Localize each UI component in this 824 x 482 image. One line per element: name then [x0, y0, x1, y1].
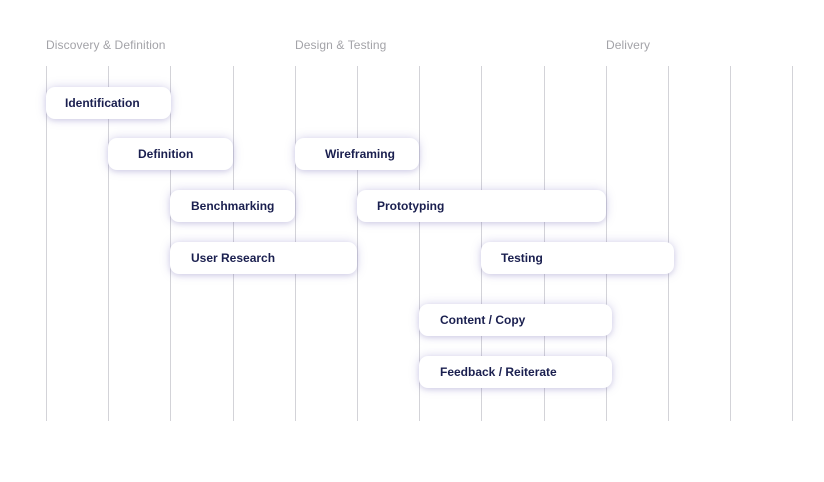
task-label: Definition [138, 147, 194, 161]
task-card-user-research: User Research [170, 242, 357, 274]
task-card-content-copy: Content / Copy [419, 304, 612, 336]
task-label: Identification [65, 96, 140, 110]
task-card-feedback-reiterate: Feedback / Reiterate [419, 356, 612, 388]
phase-label-design: Design & Testing [295, 38, 387, 52]
task-card-wireframing: Wireframing [295, 138, 419, 170]
grid-line [730, 66, 731, 421]
task-label: Benchmarking [191, 199, 275, 213]
task-label: Content / Copy [440, 313, 526, 327]
task-card-definition: Definition [108, 138, 233, 170]
task-label: Prototyping [377, 199, 445, 213]
task-label: Wireframing [325, 147, 395, 161]
task-card-identification: Identification [46, 87, 171, 119]
task-label: Testing [501, 251, 543, 265]
task-card-prototyping: Prototyping [357, 190, 606, 222]
task-label: User Research [191, 251, 276, 265]
task-card-testing: Testing [481, 242, 674, 274]
grid-line [792, 66, 793, 421]
phase-label-delivery: Delivery [606, 38, 651, 52]
task-label: Feedback / Reiterate [440, 365, 557, 379]
grid-line [357, 66, 358, 421]
grid-line [46, 66, 47, 421]
grid-line [108, 66, 109, 421]
task-card-benchmarking: Benchmarking [170, 190, 295, 222]
grid-line [481, 66, 482, 421]
phase-label-discovery: Discovery & Definition [46, 38, 166, 52]
grid-line [170, 66, 171, 421]
grid-line [419, 66, 420, 421]
